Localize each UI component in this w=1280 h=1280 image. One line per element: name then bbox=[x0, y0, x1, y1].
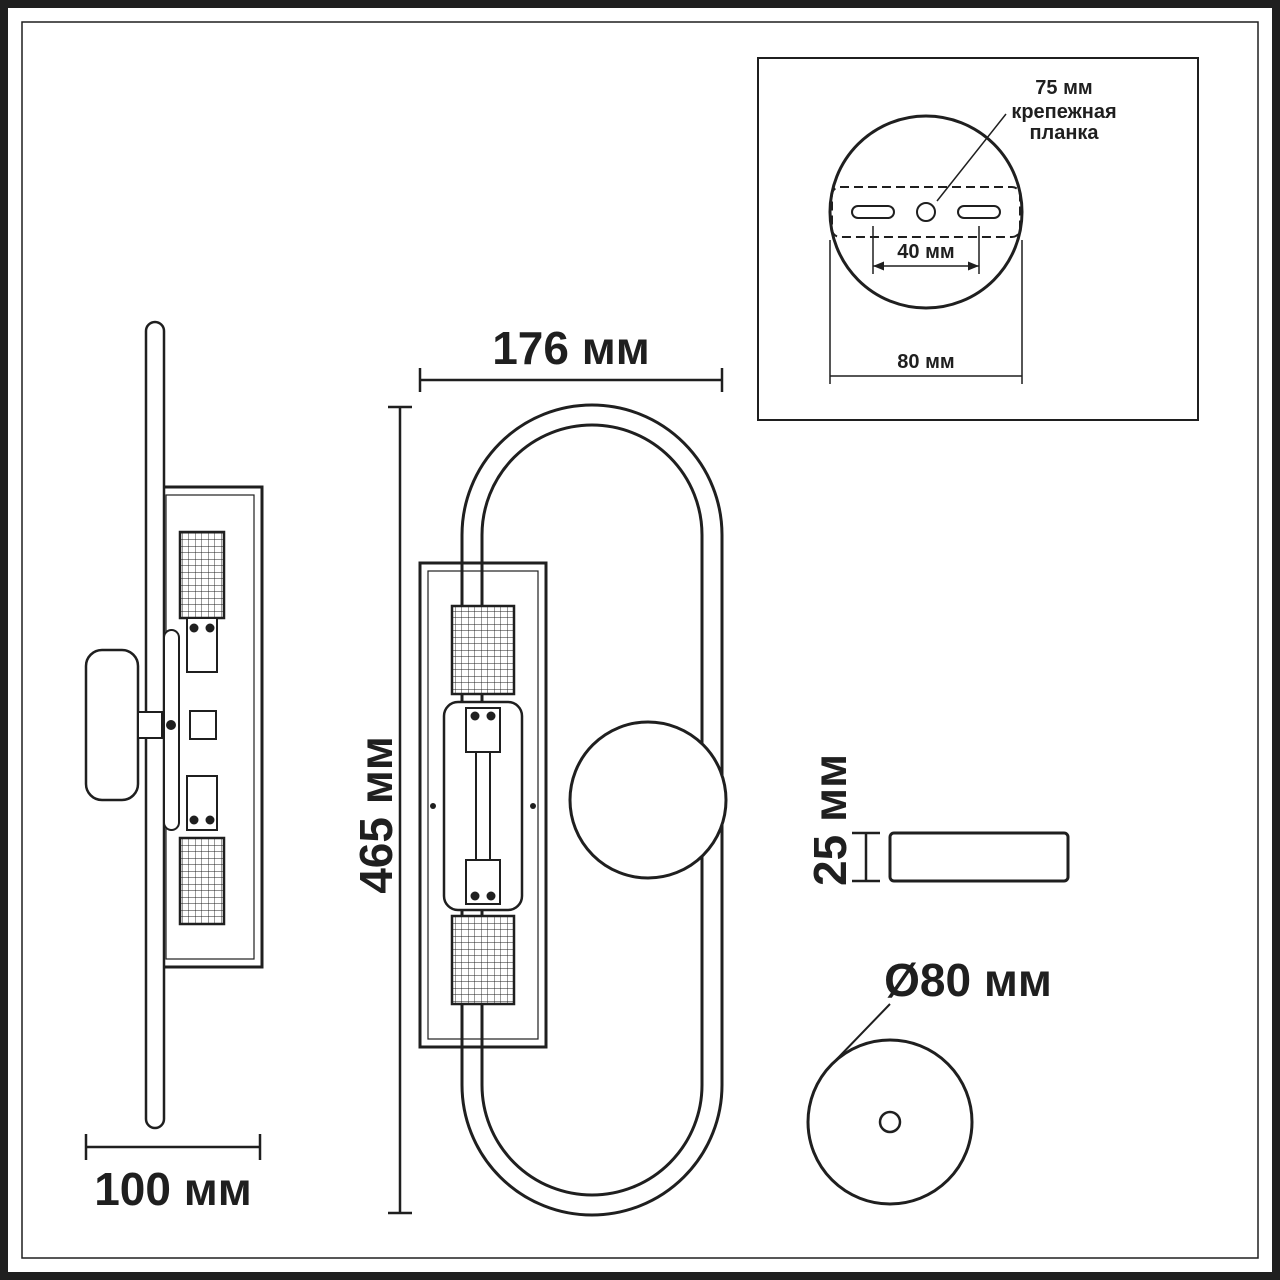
dimension-width-label: 176 мм bbox=[492, 322, 650, 374]
front-center-rod bbox=[475, 751, 491, 861]
slot-spacing-arrow-right bbox=[968, 261, 979, 271]
front-bottom-socket-clip-right bbox=[486, 891, 496, 901]
front-top-socket-clip-right bbox=[486, 711, 496, 721]
slot-spacing-arrow-left bbox=[873, 261, 884, 271]
front-glass-sphere bbox=[568, 720, 728, 880]
canopy-front-diameter-label: Ø80 мм bbox=[884, 954, 1052, 1006]
plate-leader-line bbox=[936, 113, 1007, 202]
side-center-bracket bbox=[189, 710, 217, 740]
mounting-slot-right bbox=[957, 205, 1001, 219]
mounting-plate-dashed bbox=[831, 186, 1021, 238]
side-holder-strip bbox=[163, 629, 180, 831]
slot-spacing-label: 40 мм bbox=[897, 241, 954, 263]
side-top-shade bbox=[178, 530, 226, 620]
dimension-canopy-diameter: 80 мм bbox=[829, 240, 1023, 384]
side-bottom-shade bbox=[178, 836, 226, 926]
plate-name-line1: крепежная bbox=[1011, 101, 1116, 123]
plate-width-label: 75 мм bbox=[1035, 77, 1092, 99]
canopy-side-view: 25 мм bbox=[804, 754, 1070, 886]
canopy-diameter-label: 80 мм bbox=[897, 351, 954, 373]
side-center-screw bbox=[166, 720, 176, 730]
front-top-shade bbox=[450, 604, 516, 696]
mounting-detail-inset: 75 мм крепежная планка 40 мм 80 мм bbox=[757, 57, 1199, 421]
side-top-socket-clip-right bbox=[205, 623, 215, 633]
front-view: 176 мм 465 мм bbox=[350, 322, 728, 1217]
canopy-diameter-leader bbox=[835, 1003, 891, 1061]
side-canopy-connector bbox=[137, 711, 163, 739]
canopy-front-hole bbox=[878, 1110, 902, 1134]
side-view: 100 мм bbox=[84, 320, 264, 1215]
inner-frame bbox=[21, 21, 1259, 1259]
front-plate-screw-left bbox=[430, 803, 436, 809]
mounting-slot-left bbox=[851, 205, 895, 219]
dimension-slot-spacing: 40 мм bbox=[872, 226, 980, 274]
plate-name-line2: планка bbox=[1029, 122, 1099, 144]
front-bottom-shade bbox=[450, 914, 516, 1006]
canopy-side-body bbox=[888, 831, 1070, 883]
front-plate-screw-right bbox=[530, 803, 536, 809]
canopy-front-view: Ø80 мм bbox=[806, 954, 1052, 1206]
dimension-height-label: 465 мм bbox=[350, 736, 402, 894]
dimension-height: 465 мм bbox=[350, 405, 412, 1215]
front-bottom-socket-clip-left bbox=[470, 891, 480, 901]
canopy-back-circle bbox=[828, 114, 1024, 310]
canopy-thickness-label: 25 мм bbox=[804, 754, 856, 886]
side-bottom-socket-clip-right bbox=[205, 815, 215, 825]
center-hole bbox=[916, 202, 936, 222]
side-top-socket-clip-left bbox=[189, 623, 199, 633]
side-bottom-socket-clip-left bbox=[189, 815, 199, 825]
side-wall-canopy bbox=[84, 648, 140, 802]
dimension-depth-label: 100 мм bbox=[94, 1163, 252, 1215]
front-top-socket-clip-left bbox=[470, 711, 480, 721]
dimension-depth: 100 мм bbox=[84, 1134, 262, 1215]
dimension-width: 176 мм bbox=[418, 322, 724, 392]
